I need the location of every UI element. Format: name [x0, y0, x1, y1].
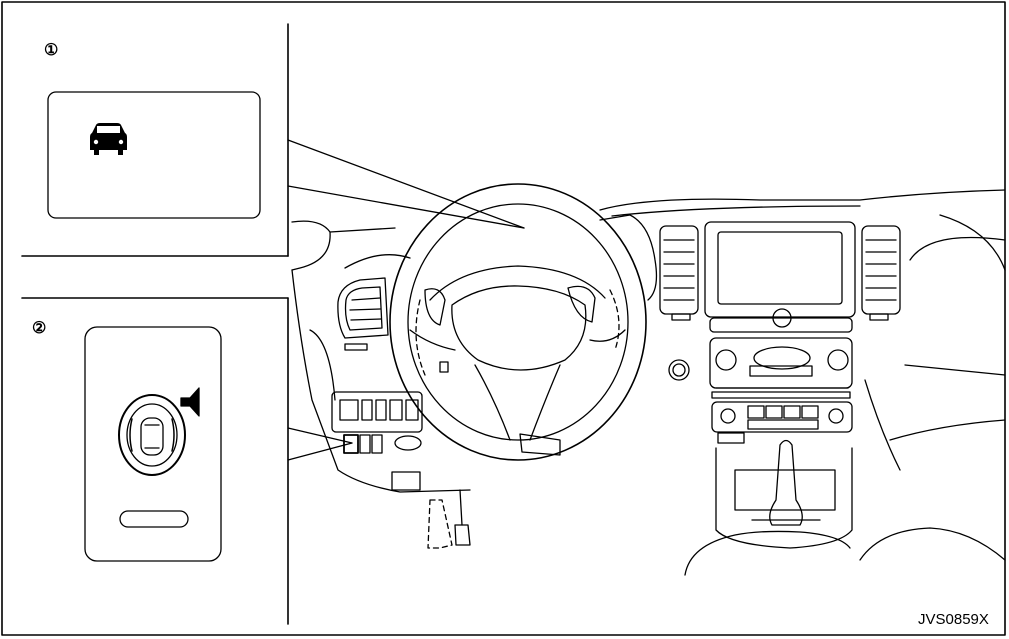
lower-switch-cluster [331, 391, 423, 491]
center-left-vent [659, 225, 699, 321]
switch-panel [84, 326, 222, 562]
left-air-vent [337, 277, 389, 351]
callout-1: ① [44, 42, 525, 229]
callout-1-number: ① [44, 42, 58, 59]
seat-backs [684, 527, 1006, 576]
figure-code: JVS0859X [918, 611, 989, 628]
callout-2: ② [32, 320, 353, 562]
dashboard-outline [291, 189, 1006, 493]
vehicle-sonar-switch-icon [118, 387, 200, 476]
gear-shifter [715, 439, 853, 549]
switch-bar [119, 510, 189, 528]
callout-2-leader [287, 427, 353, 444]
navigation-screen [704, 221, 856, 318]
callout-1-leader [287, 139, 525, 229]
center-console-controls [668, 308, 853, 444]
steering-wheel [389, 183, 658, 461]
indicator-display-box [47, 91, 261, 219]
pedal [427, 489, 471, 549]
car-front-icon [90, 123, 127, 155]
center-right-vent [861, 225, 901, 321]
callout-dividers [21, 23, 289, 625]
callout-2-number: ② [32, 320, 46, 337]
